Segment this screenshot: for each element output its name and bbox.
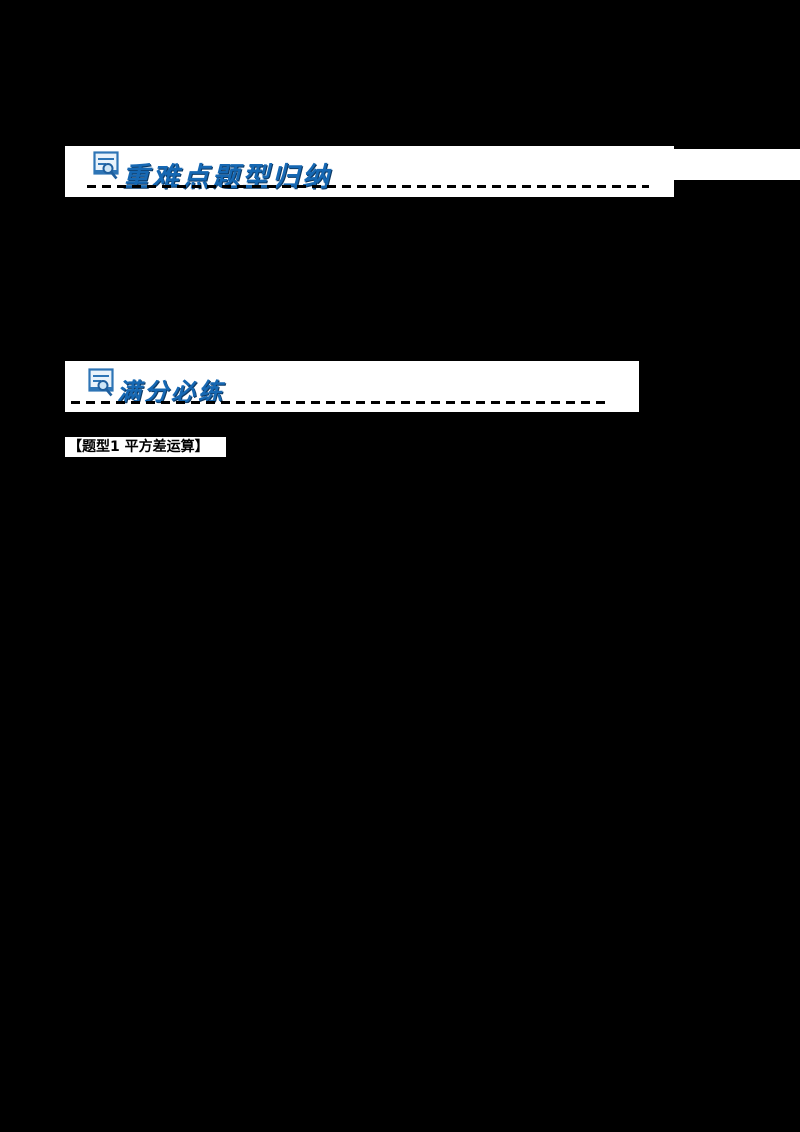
document-search-icon	[88, 368, 114, 398]
problem-type-label: 【题型1 平方差运算】	[65, 437, 226, 457]
dashed-divider	[71, 401, 609, 404]
section-header-full-score-practice: 满分必练	[65, 361, 639, 412]
document-search-icon	[93, 151, 119, 181]
section-title-key-difficult-topics: 重难点题型归纳	[122, 162, 332, 193]
banner-right-extension	[660, 149, 800, 180]
section-header-key-difficult-topics: 重难点题型归纳	[65, 146, 674, 197]
dashed-divider	[87, 185, 649, 188]
